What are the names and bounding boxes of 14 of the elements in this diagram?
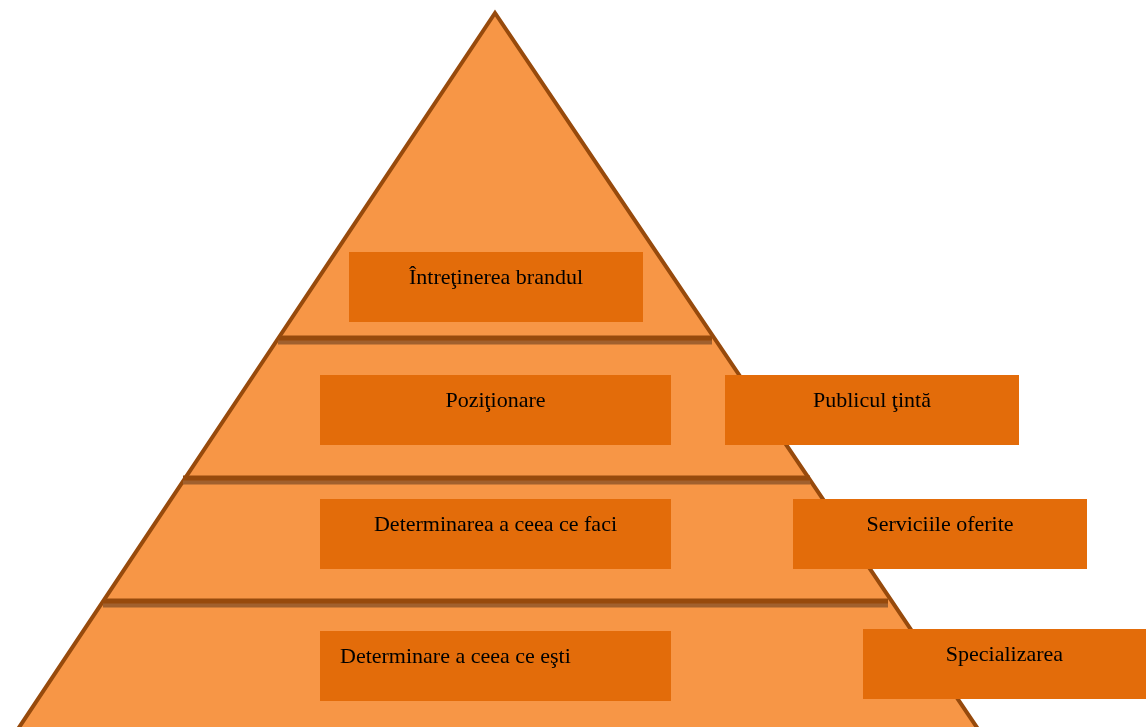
box-label: Determinare a ceea ce eşti: [340, 643, 571, 668]
box-label: Întreţinerea brandul: [408, 264, 584, 289]
box-label: Poziţionare: [445, 387, 546, 412]
box-label: Determinarea a ceea ce faci: [374, 511, 617, 536]
box-label: Serviciile oferite: [866, 511, 1014, 536]
label-box: [863, 629, 1146, 699]
label-box: [320, 375, 671, 445]
label-box: [320, 499, 671, 569]
label-box: [793, 499, 1087, 569]
box-label: Publicul ţintă: [813, 387, 931, 412]
label-box: [320, 631, 671, 701]
label-box: [725, 375, 1019, 445]
box-label: Specializarea: [945, 641, 1064, 666]
label-box: [349, 252, 643, 322]
